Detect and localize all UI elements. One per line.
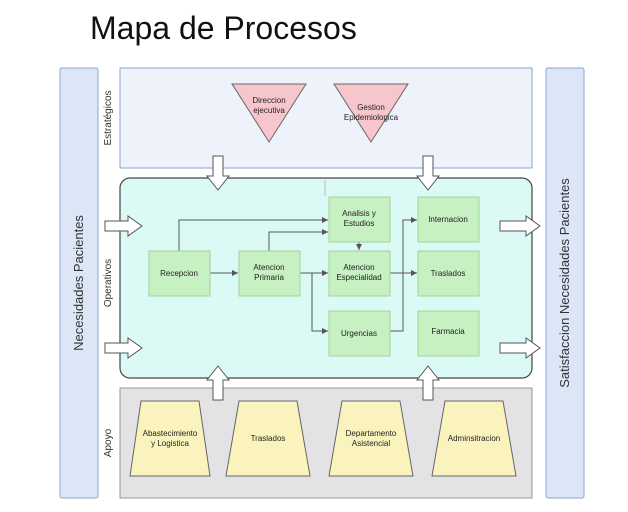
process-internacion-label: Internacion: [428, 215, 468, 224]
band-label-apoyo: Apoyo: [103, 428, 114, 457]
process-analisis-line1: Analisis y: [342, 209, 376, 218]
triangle-direccion-line2: ejecutiva: [253, 106, 285, 115]
support-traslados: Traslados: [225, 400, 311, 477]
connector-primaria-urgencias: [311, 273, 328, 334]
process-atencion-primaria: Atencion Primaria: [238, 250, 301, 297]
process-primaria-line2: Primaria: [254, 273, 284, 282]
process-urgencias: Urgencias: [328, 310, 391, 357]
support-traslados-line1: Traslados: [251, 434, 286, 443]
page-title: Mapa de Procesos: [90, 10, 357, 46]
support-departamento-line1: Departamento: [346, 429, 397, 438]
out-arrow-top: [499, 215, 541, 237]
process-internacion: Internacion: [417, 196, 480, 243]
support-departamento-asistencial: Departamento Asistencial: [328, 400, 414, 477]
triangle-direccion-line1: Direccion: [252, 96, 285, 105]
support-adminsitracion-line1: Adminsitracion: [448, 434, 500, 443]
process-atencion-especialidad: Atencion Especialidad: [328, 250, 391, 297]
band-label-operativos: Operativos: [103, 259, 114, 307]
in-arrow-top: [104, 215, 143, 237]
left-needs-bar: Necesidades Pacientes: [59, 67, 99, 499]
down-arrow-right: [415, 155, 441, 191]
block-arrows: [104, 155, 541, 401]
process-traslados-label: Traslados: [431, 269, 466, 278]
process-recepcion-label: Recepcion: [160, 269, 198, 278]
up-arrow-right: [415, 365, 441, 401]
support-departamento-line2: Asistencial: [352, 439, 390, 448]
down-arrow-left: [205, 155, 231, 191]
support-abastecimiento: Abastecimiento y Logistica: [129, 400, 211, 477]
right-satisfaction-bar: Satisfaccion Necesidades Pacientes: [545, 67, 585, 499]
triangle-gestion-line2: Epidemiologica: [344, 113, 399, 122]
process-especialidad-line2: Especialidad: [336, 273, 381, 282]
support-abastecimiento-line2: y Logistica: [151, 439, 189, 448]
process-farmacia-label: Farmacia: [431, 327, 465, 336]
process-urgencias-label: Urgencias: [341, 329, 377, 338]
connector-primaria-analisis: [268, 229, 328, 251]
out-arrow-bottom: [499, 337, 541, 359]
support-adminsitracion: Adminsitracion: [431, 400, 517, 477]
triangle-gestion-epidemiologica: Gestion Epidemiologica: [333, 83, 409, 143]
strategic-band: [119, 67, 533, 169]
right-satisfaction-label: Satisfaccion Necesidades Pacientes: [557, 178, 572, 388]
process-recepcion: Recepcion: [148, 250, 211, 297]
triangle-gestion-line1: Gestion: [357, 103, 385, 112]
triangle-direccion-ejecutiva: Direccion ejecutiva: [231, 83, 307, 143]
connector-recepcion-analisis: [178, 217, 328, 251]
process-especialidad-line1: Atencion: [343, 263, 374, 272]
process-traslados: Traslados: [417, 250, 480, 297]
process-primaria-line1: Atencion: [253, 263, 284, 272]
process-analisis-estudios: Analisis y Estudios: [328, 196, 391, 243]
in-arrow-bottom: [104, 337, 143, 359]
connector-especialidad-internacion: [402, 217, 417, 273]
process-farmacia: Farmacia: [417, 310, 480, 357]
process-analisis-line2: Estudios: [344, 219, 375, 228]
up-arrow-left: [205, 365, 231, 401]
connector-urgencias-internacion: [390, 273, 404, 332]
support-abastecimiento-line1: Abastecimiento: [143, 429, 198, 438]
left-needs-label: Necesidades Pacientes: [71, 215, 86, 351]
connectors: [178, 180, 417, 334]
band-label-estrategicos: Estratégicos: [103, 90, 114, 145]
